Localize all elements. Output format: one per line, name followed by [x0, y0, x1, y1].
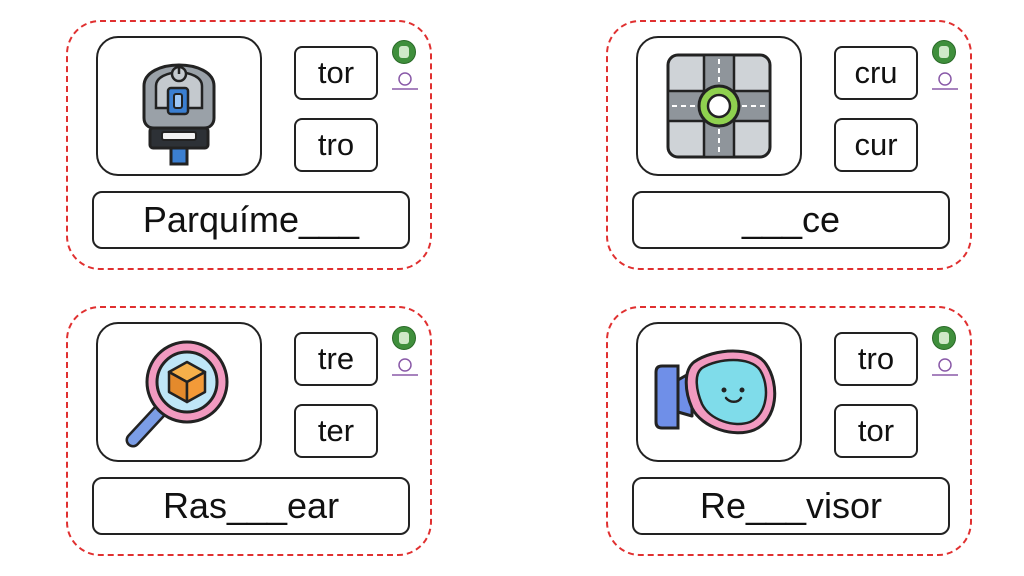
green-logo-icon — [392, 40, 416, 64]
car-mirror-icon — [654, 349, 777, 435]
word-card-4: tro tor Re___visor — [606, 306, 972, 556]
purple-watermark-icon — [392, 72, 418, 90]
word-card-1: tor tro Parquíme___ — [66, 20, 432, 270]
picture-frame — [96, 36, 262, 176]
incomplete-word: ___ce — [632, 191, 950, 249]
green-logo-icon — [932, 40, 956, 64]
magnifier-box-icon — [125, 340, 229, 448]
roundabout-icon — [666, 53, 772, 159]
green-logo-icon — [392, 326, 416, 350]
syllable-option-1[interactable]: tor — [294, 46, 378, 100]
syllable-option-1[interactable]: tre — [294, 332, 378, 386]
picture-frame — [636, 36, 802, 176]
purple-watermark-icon — [932, 358, 958, 376]
syllable-option-1[interactable]: cru — [834, 46, 918, 100]
incomplete-word: Parquíme___ — [92, 191, 410, 249]
word-card-2: cru cur ___ce — [606, 20, 972, 270]
incomplete-word: Re___visor — [632, 477, 950, 535]
purple-watermark-icon — [932, 72, 958, 90]
syllable-option-2[interactable]: cur — [834, 118, 918, 172]
incomplete-word: Ras___ear — [92, 477, 410, 535]
green-logo-icon — [932, 326, 956, 350]
picture-frame — [636, 322, 802, 462]
purple-watermark-icon — [392, 358, 418, 376]
syllable-option-2[interactable]: ter — [294, 404, 378, 458]
parking-meter-icon — [142, 63, 216, 166]
syllable-option-2[interactable]: tor — [834, 404, 918, 458]
syllable-option-2[interactable]: tro — [294, 118, 378, 172]
picture-frame — [96, 322, 262, 462]
word-card-3: tre ter Ras___ear — [66, 306, 432, 556]
syllable-option-1[interactable]: tro — [834, 332, 918, 386]
